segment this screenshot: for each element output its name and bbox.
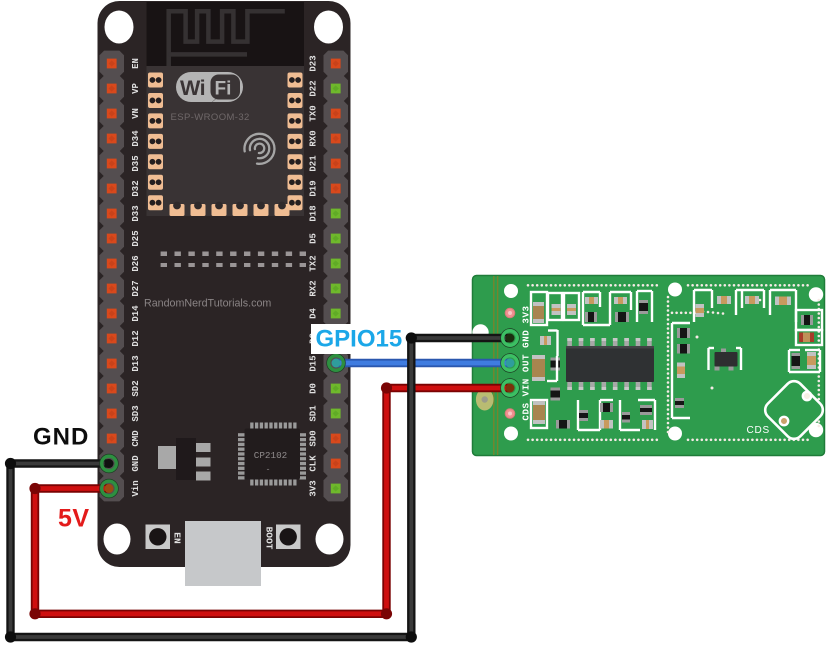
svg-text:RX0: RX0 (309, 130, 319, 146)
svg-text:SD1: SD1 (309, 405, 319, 422)
svg-text:RX2: RX2 (309, 280, 319, 296)
svg-text:GND: GND (131, 455, 141, 472)
svg-text:EN: EN (131, 58, 141, 69)
svg-text:-: - (266, 466, 271, 475)
svg-text:TX0: TX0 (309, 105, 319, 121)
svg-text:D14: D14 (131, 305, 141, 322)
svg-text:D18: D18 (309, 205, 319, 221)
svg-text:Wi: Wi (180, 76, 205, 100)
svg-text:CDS VIN OUT GND 3V3: CDS VIN OUT GND 3V3 (521, 305, 532, 420)
svg-text:CDS: CDS (747, 425, 771, 436)
svg-text:SD2: SD2 (131, 380, 141, 396)
svg-text:TX2: TX2 (309, 255, 319, 271)
svg-text:EN: EN (172, 532, 183, 544)
svg-text:CP2102: CP2102 (254, 450, 287, 461)
svg-text:CLK: CLK (309, 455, 319, 472)
svg-text:CMD: CMD (131, 430, 141, 447)
svg-text:ESP-WROOM-32: ESP-WROOM-32 (171, 112, 250, 123)
svg-text:Vin: Vin (131, 480, 141, 496)
svg-text:D26: D26 (131, 255, 141, 271)
svg-text:D19: D19 (309, 180, 319, 196)
svg-text:VN: VN (131, 108, 141, 119)
svg-text:BOOT: BOOT (264, 527, 275, 550)
svg-text:D32: D32 (131, 180, 141, 196)
svg-text:SD0: SD0 (309, 430, 319, 446)
svg-text:D34: D34 (131, 130, 141, 147)
svg-text:D22: D22 (309, 80, 319, 96)
svg-text:D0: D0 (309, 383, 319, 394)
svg-text:5V: 5V (58, 505, 90, 533)
svg-text:3V3: 3V3 (309, 480, 319, 496)
svg-text:D25: D25 (131, 230, 141, 246)
svg-text:RandomNerdTutorials.com: RandomNerdTutorials.com (144, 298, 271, 310)
svg-text:D15: D15 (309, 355, 319, 371)
svg-text:D4: D4 (309, 308, 319, 319)
svg-text:SD3: SD3 (131, 405, 141, 421)
svg-text:D23: D23 (309, 55, 319, 71)
svg-text:Fi: Fi (215, 79, 232, 100)
svg-text:D21: D21 (309, 155, 319, 172)
svg-text:D35: D35 (131, 155, 141, 171)
svg-text:D5: D5 (309, 233, 319, 244)
svg-text:D12: D12 (131, 330, 141, 346)
svg-text:D13: D13 (131, 355, 141, 371)
svg-text:D33: D33 (131, 205, 141, 221)
svg-text:VP: VP (131, 83, 141, 94)
svg-text:GPIO15: GPIO15 (316, 326, 403, 353)
svg-text:D27: D27 (131, 280, 141, 296)
svg-text:GND: GND (33, 424, 89, 451)
